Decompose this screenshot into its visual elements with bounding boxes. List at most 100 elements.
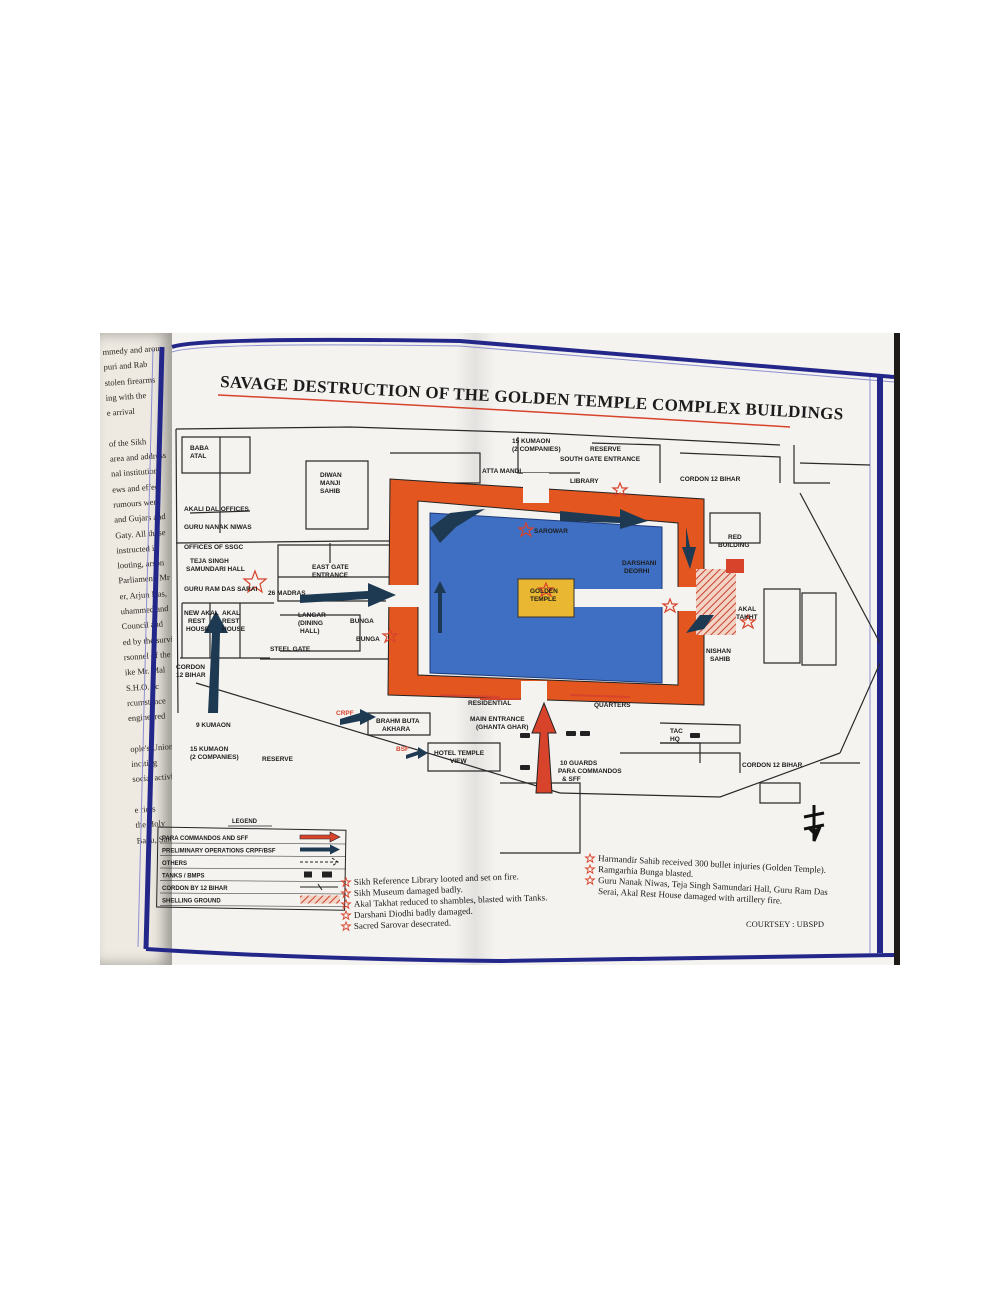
title-underline: [217, 394, 791, 428]
legend-symbol-red-arrow: [299, 831, 341, 843]
label-main-entrance: MAIN ENTRANCE(GHANTA GHAR): [470, 716, 528, 731]
note-star-icon: [340, 920, 352, 932]
note-star-icon: [340, 887, 352, 899]
para-commandos-arrow: [531, 701, 557, 794]
damage-note: Sikh Museum damaged badly.: [354, 884, 463, 898]
label-reserve-bottom: RESERVE: [262, 756, 294, 763]
label-akali-dal-offices: AKALI DAL OFFICES: [184, 506, 250, 513]
legend-row: OTHERS: [159, 857, 347, 870]
note-star-icon: [584, 863, 596, 875]
legend: LEGEND PARA COMMANDOS AND SFFPRELIMINARY…: [156, 819, 347, 911]
label-library: LIBRARY: [570, 478, 599, 485]
label-sarowar: SAROWAR: [534, 528, 568, 535]
courtesy-credit: COURTSEY : UBSPD: [746, 919, 824, 929]
north-west-arrow: [430, 509, 485, 543]
background-strip: [894, 333, 900, 965]
damage-notes-right: Harmandir Sahib received 300 bullet inju…: [584, 852, 829, 906]
west-walk-arrow: [434, 581, 446, 633]
damage-note: Darshani Diodhi badly damaged.: [354, 906, 473, 920]
legend-row: CORDON BY 12 BIHAR: [159, 883, 347, 895]
label-reserve-top: RESERVE: [590, 446, 622, 453]
damage-stars: [242, 481, 757, 644]
star-teja-singh-hall: [242, 569, 268, 594]
street-outlines: [175, 426, 881, 854]
label-guru-nanak-niwas: GURU NANAK NIWAS: [184, 524, 252, 531]
label-atta-mandi: ATTA MANDI: [482, 468, 521, 475]
label-15-kumaon-top: 15 KUMAON(2 COMPANIES): [512, 438, 561, 453]
map-svg: SAVAGE DESTRUCTION OF THE GOLDEN TEMPLE …: [137, 337, 895, 964]
damage-note: Ramgarhia Bunga blasted.: [598, 864, 694, 879]
note-star-icon: [584, 852, 596, 864]
red-building-block: [726, 559, 744, 573]
akal-takht-arrow: [686, 615, 714, 633]
star-golden-temple: [537, 581, 555, 598]
legend-row: PARA COMMANDOS AND SFF: [159, 831, 347, 845]
bsf-arrow: [406, 747, 428, 759]
tank-icon: [690, 733, 700, 738]
star-library: [611, 481, 629, 498]
label-15-kumaon-bottom: 15 KUMAON(2 COMPANIES): [190, 746, 239, 761]
golden-temple-building: [517, 578, 575, 618]
note-star-icon: [584, 874, 596, 886]
legend-heading: LEGEND: [232, 819, 258, 825]
label-crpf: CRPF: [336, 710, 354, 717]
troop-arrows: [204, 509, 714, 759]
star-darshani: [661, 597, 679, 614]
note-star-icon: [340, 898, 352, 910]
sarovar-pool: [429, 512, 666, 684]
star-sarowar: [517, 521, 535, 538]
darshani-arrow: [682, 527, 696, 569]
south-arrow: [560, 509, 648, 529]
label-residential: RESIDENTIAL: [468, 700, 511, 707]
note-star-icon: [340, 909, 352, 921]
note-star-icon: [340, 876, 352, 888]
tank-icons: [520, 731, 700, 770]
tank-icon: [520, 765, 530, 770]
legend-label: SHELLING GROUND: [162, 899, 221, 905]
label-guru-ram-das-sarai: GURU RAM DAS SARAI: [184, 586, 258, 593]
label-cordon-12-bihar-top: CORDON 12 BIHAR: [680, 476, 741, 483]
north-arrow-icon: [803, 805, 825, 842]
label-south-gate-entrance: SOUTH GATE ENTRANCE: [560, 456, 641, 463]
label-bsf: BSF: [396, 746, 409, 753]
damage-note: Sacred Sarovar desecrated.: [354, 918, 451, 931]
damage-notes-left: Sikh Reference Library looted and set on…: [340, 871, 548, 932]
navy-frame: [137, 337, 895, 964]
legend-symbol-dashed-arrow: [300, 857, 339, 867]
legend-symbol-tank-icon: [304, 871, 332, 878]
label-steel-gate: STEEL GATE: [270, 646, 311, 653]
east-gate-passage: [386, 585, 420, 607]
label-offices-of-ssgc: OFFICES OF SSGC: [184, 544, 244, 551]
legend-row: SHELLING GROUND: [159, 895, 347, 907]
legend-label: OTHERS: [162, 861, 187, 867]
label-cordon-12-bihar-right: CORDON 12 BIHAR: [742, 762, 803, 769]
map-title: SAVAGE DESTRUCTION OF THE GOLDEN TEMPLE …: [220, 372, 844, 424]
label-9-kumaon: 9 KUMAON: [196, 722, 231, 729]
tank-icon: [566, 731, 576, 736]
legend-label: TANKS / BMPS: [162, 874, 205, 880]
legend-symbol-hatch: [300, 895, 340, 904]
kumaon-9-arrow: [204, 611, 228, 713]
label-26-madras: 26 MADRAS: [268, 590, 306, 597]
residential-arrows: [439, 694, 631, 700]
madras-arrow: [300, 583, 396, 607]
